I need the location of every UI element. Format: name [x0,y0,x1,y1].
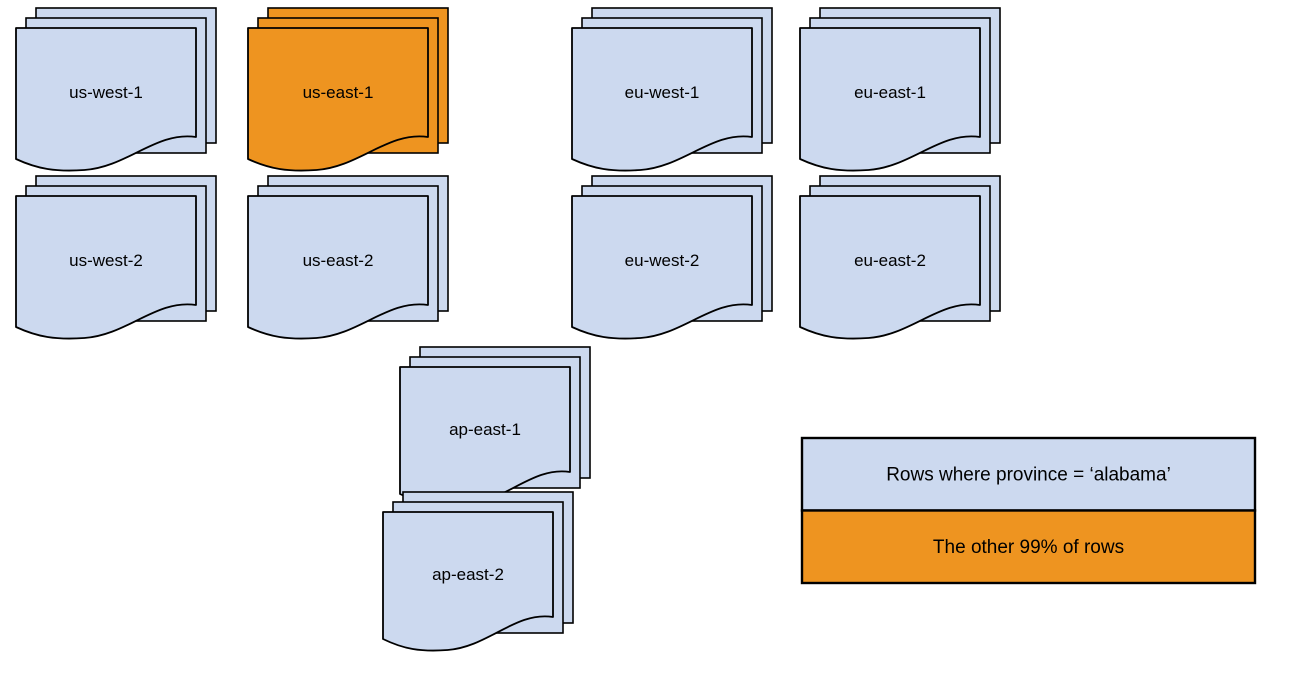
region-document-us-west-2[interactable] [15,195,197,340]
region-label-ap-east-1: ap-east-1 [449,420,521,439]
region-stack-ap-east-1[interactable]: ap-east-1 [399,346,591,507]
region-stack-eu-west-1[interactable]: eu-west-1 [571,7,773,172]
region-document-us-east-2[interactable] [247,195,429,340]
region-label-eu-west-2: eu-west-2 [625,251,700,270]
region-stack-us-east-2[interactable]: us-east-2 [247,175,449,340]
region-document-us-west-1[interactable] [15,27,197,172]
region-stack-eu-east-2[interactable]: eu-east-2 [799,175,1001,340]
region-document-eu-west-2[interactable] [571,195,753,340]
region-label-us-east-1: us-east-1 [303,83,374,102]
region-document-eu-west-1[interactable] [571,27,753,172]
legend: Rows where province = ‘alabama’ The other… [800,436,1257,585]
region-document-us-east-1[interactable] [247,27,429,172]
legend-row-blue [800,436,1257,512]
legend-row-orange [800,509,1257,585]
region-document-ap-east-2[interactable] [382,511,554,652]
region-stack-us-west-2[interactable]: us-west-2 [15,175,217,340]
region-stack-eu-west-2[interactable]: eu-west-2 [571,175,773,340]
region-stack-ap-east-2[interactable]: ap-east-2 [382,491,574,652]
region-stack-eu-east-1[interactable]: eu-east-1 [799,7,1001,172]
region-label-us-east-2: us-east-2 [303,251,374,270]
region-label-eu-east-1: eu-east-1 [854,83,926,102]
region-stack-us-east-1[interactable]: us-east-1 [247,7,449,172]
region-label-eu-west-1: eu-west-1 [625,83,700,102]
legend-row-blue-label: Rows where province = ‘alabama’ [886,464,1171,485]
region-stack-us-west-1[interactable]: us-west-1 [15,7,217,172]
region-document-eu-east-2[interactable] [799,195,981,340]
region-label-us-west-2: us-west-2 [69,251,143,270]
region-document-eu-east-1[interactable] [799,27,981,172]
region-label-ap-east-2: ap-east-2 [432,565,504,584]
legend-row-orange-label: The other 99% of rows [933,537,1124,558]
region-label-us-west-1: us-west-1 [69,83,143,102]
region-label-eu-east-2: eu-east-2 [854,251,926,270]
